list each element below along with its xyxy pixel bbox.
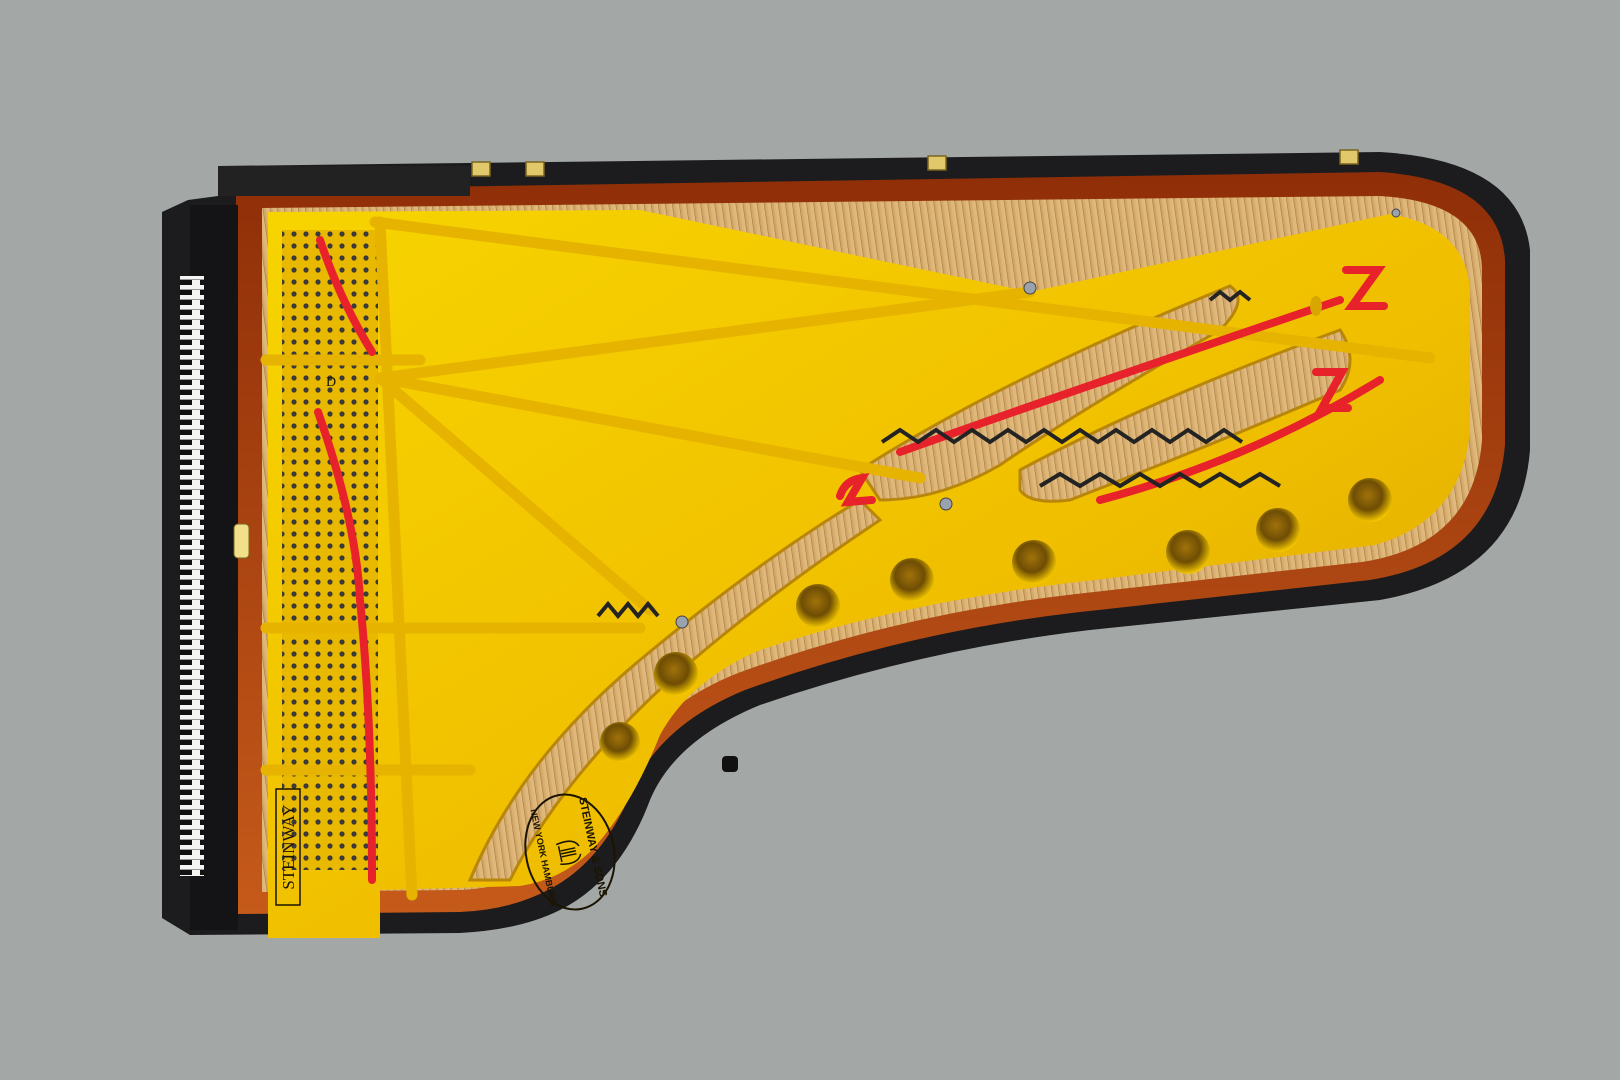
fallboard-lock bbox=[233, 523, 250, 559]
plate-hole bbox=[1256, 508, 1300, 552]
lid-hinge-icon bbox=[927, 155, 947, 171]
plate-hole bbox=[1348, 478, 1392, 522]
lyre-emblem-icon bbox=[555, 840, 582, 866]
brand-text: STEINWAY bbox=[279, 804, 298, 889]
plate-hole bbox=[1166, 530, 1210, 574]
plate-hole bbox=[600, 722, 640, 762]
plate-bolts bbox=[675, 208, 1401, 629]
brand-cartouche: STEINWAY bbox=[275, 788, 301, 906]
note-letter: D bbox=[326, 375, 336, 390]
lid-hinges bbox=[471, 149, 1359, 177]
plate-opening-tenor bbox=[1018, 328, 1352, 503]
lid-prop-knob bbox=[722, 756, 738, 772]
lid-hinge-icon bbox=[1339, 149, 1359, 165]
fallboard-top bbox=[218, 166, 470, 196]
plate-hole bbox=[796, 584, 840, 628]
plate-hole bbox=[1310, 296, 1322, 316]
lid-hinge-icon bbox=[525, 161, 545, 177]
plate-holes bbox=[600, 296, 1392, 762]
hitch-pin-rows bbox=[596, 289, 1282, 620]
plate-opening-bass bbox=[467, 498, 883, 882]
plate-hole bbox=[1012, 540, 1056, 584]
keyboard-keys bbox=[180, 276, 204, 876]
lid-hinge-icon bbox=[471, 161, 491, 177]
plate-hole bbox=[890, 558, 934, 602]
plate-hole bbox=[654, 652, 698, 696]
